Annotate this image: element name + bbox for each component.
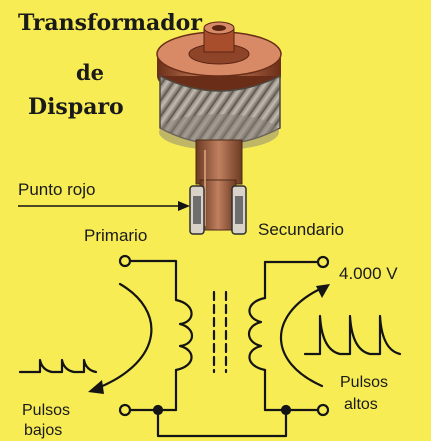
transformer-coil-body <box>159 74 281 150</box>
primary-current-arrow <box>96 282 153 390</box>
label-voltage: 4.000 V <box>339 264 398 283</box>
title-line-3: Disparo <box>28 94 124 120</box>
label-pulsos-bajos-2: bajos <box>24 422 63 439</box>
label-pulsos-altos-2: altos <box>344 396 378 413</box>
transformer-schematic <box>18 254 402 438</box>
secondary-top-terminal <box>316 255 330 269</box>
punto-rojo-arrow <box>18 201 190 211</box>
high-pulses-waveform <box>303 314 402 356</box>
secondary-arrow-head <box>316 284 330 298</box>
secondary-current-arrow <box>280 288 324 388</box>
primary-arrow-head <box>88 380 104 394</box>
secondary-bottom-terminal <box>316 403 330 417</box>
primary-coil <box>174 298 194 372</box>
primary-bottom-terminal <box>118 403 132 417</box>
secondary-junction-dot <box>280 404 292 416</box>
primary-top-terminal <box>118 254 132 268</box>
transformer-terminals <box>189 185 247 235</box>
low-pulses-waveform <box>18 358 98 374</box>
label-pulsos-bajos-1: Pulsos <box>22 402 71 419</box>
secondary-coil <box>247 296 267 372</box>
title-line-1: Transformador <box>18 10 202 36</box>
label-punto-rojo: Punto rojo <box>18 180 96 199</box>
ground-link <box>156 408 288 438</box>
label-primario: Primario <box>84 226 148 245</box>
label-secundario: Secundario <box>258 220 345 239</box>
title-line-2: de <box>76 60 105 85</box>
transformer-component <box>18 21 282 235</box>
primary-top-wire <box>128 259 178 302</box>
label-pulsos-altos-1: Pulsos <box>340 374 389 391</box>
